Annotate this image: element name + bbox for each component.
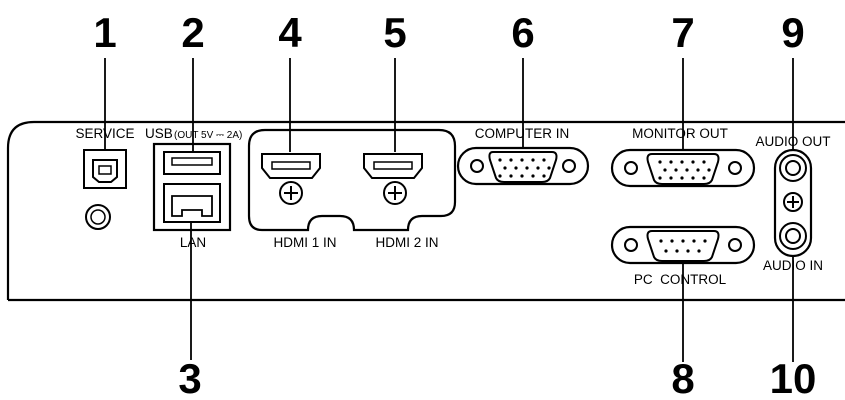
connector-pin [692, 239, 696, 243]
hdmi2-port-inner [373, 161, 413, 170]
connector-pin [686, 249, 690, 253]
connector-pin [520, 158, 524, 162]
connector-pin [674, 168, 678, 172]
service-port-pin-block [98, 165, 112, 175]
connector-pin [685, 168, 689, 172]
leader-lines [104, 58, 794, 362]
usb-port-tongue [171, 157, 213, 166]
connector-pin [514, 166, 518, 170]
callout-1: 1 [93, 9, 116, 56]
connector-pin [707, 168, 711, 172]
hdmi1-port-inner [271, 161, 311, 170]
callout-6: 6 [511, 9, 534, 56]
connector-pin [697, 249, 701, 253]
monitor-out-pins [658, 160, 711, 180]
connector-pin [680, 160, 684, 164]
hdmi2-label: HDMI 2 IN [375, 235, 438, 250]
callout-2: 2 [181, 9, 204, 56]
connector-pin [503, 166, 507, 170]
usb-label: USB [145, 126, 173, 141]
connector-pin [536, 166, 540, 170]
pc-control-connector [646, 230, 720, 262]
connector-pin [664, 249, 668, 253]
connector-pin [509, 174, 513, 178]
computer-in-connector [488, 151, 558, 183]
connector-pin [680, 176, 684, 180]
connector-pin [675, 249, 679, 253]
connector-pin [691, 176, 695, 180]
monitor-out-label: MONITOR OUT [632, 126, 728, 141]
pc-control-screw-left [624, 238, 638, 252]
lan-label: LAN [180, 235, 206, 250]
computer-in-screw-right [562, 159, 576, 173]
connector-pin [691, 160, 695, 164]
monitor-out-screw-right [728, 161, 742, 175]
usb-spec-label: (OUT 5V ⎓ 2A) [174, 130, 242, 141]
pc-control-screw-right [728, 238, 742, 252]
connector-pin [509, 158, 513, 162]
lan-port-jack [171, 195, 213, 217]
callout-7: 7 [671, 9, 694, 56]
connector-pin [525, 166, 529, 170]
connector-pin [703, 239, 707, 243]
hdmi-frame [247, 128, 457, 232]
audio-out-label: AUDIO OUT [755, 134, 830, 149]
service-label: SERVICE [75, 126, 134, 141]
hdmi1-label: HDMI 1 IN [273, 235, 336, 250]
connector-pin [702, 176, 706, 180]
connector-pin [498, 158, 502, 162]
callout-8: 8 [671, 355, 694, 400]
connector-pin [670, 239, 674, 243]
pc-control-pins [659, 239, 707, 253]
connector-pin [659, 239, 663, 243]
connector-pin [669, 176, 673, 180]
audio-out-jack-inner [785, 160, 801, 176]
panel-outline [6, 120, 845, 300]
pc-control-label: PC CONTROL [634, 272, 727, 287]
connector-pin [696, 168, 700, 172]
callout-9: 9 [781, 9, 804, 56]
callout-5: 5 [383, 9, 406, 56]
computer-in-pins [498, 158, 551, 178]
computer-in-screw-left [470, 159, 484, 173]
connector-pin [702, 160, 706, 164]
connector-pin [669, 160, 673, 164]
monitor-out-screw-left [624, 161, 638, 175]
usb-lan-frame [152, 142, 232, 232]
connector-pin [658, 160, 662, 164]
connector-pin [498, 174, 502, 178]
service-screw-hole-inner [90, 209, 106, 225]
audio-in-jack-inner [785, 228, 801, 244]
connector-pin [681, 239, 685, 243]
connector-pin [531, 174, 535, 178]
connector-pin [542, 174, 546, 178]
computer-in-label: COMPUTER IN [475, 126, 570, 141]
callout-10: 10 [770, 355, 817, 400]
connector-pin [542, 158, 546, 162]
audio-in-label: AUDIO IN [763, 258, 823, 273]
connector-pin [547, 166, 551, 170]
connector-pin [663, 168, 667, 172]
connector-pin [520, 174, 524, 178]
callout-3: 3 [178, 355, 201, 400]
connector-pin [531, 158, 535, 162]
callout-4: 4 [278, 9, 302, 56]
connector-pin [658, 176, 662, 180]
monitor-out-connector [646, 153, 720, 185]
